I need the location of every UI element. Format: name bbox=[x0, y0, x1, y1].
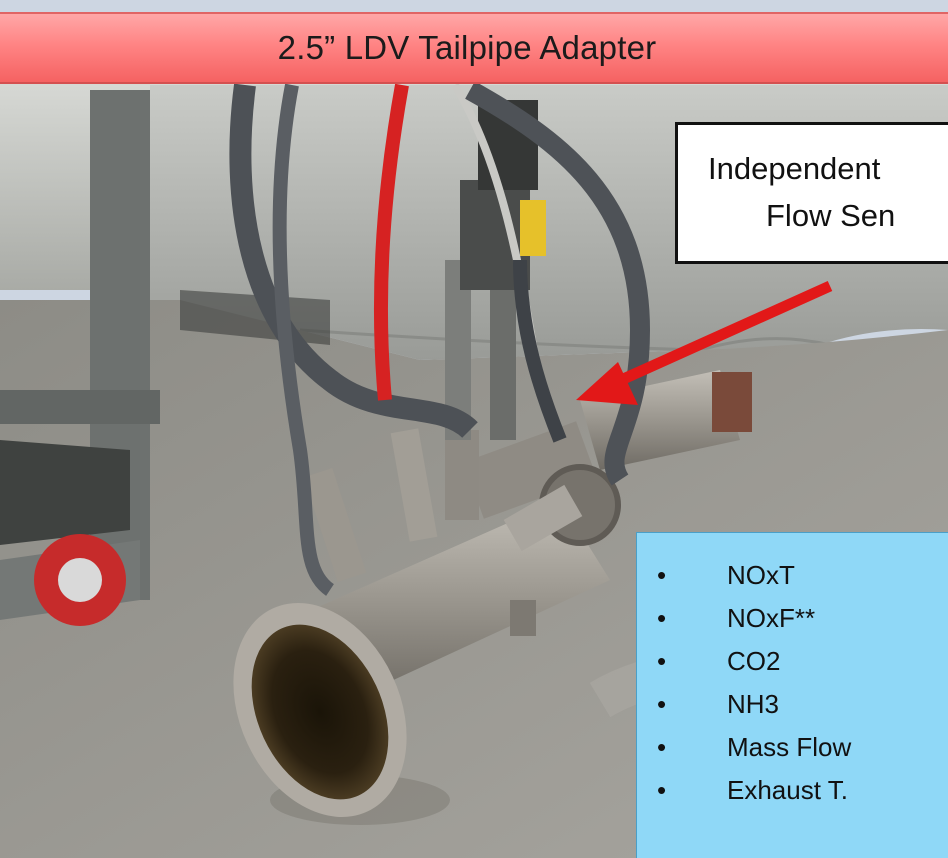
callout-line-2: Flow Sen bbox=[766, 198, 896, 233]
bullet-icon: • bbox=[657, 732, 667, 762]
title-banner: 2.5” LDV Tailpipe Adapter bbox=[0, 12, 948, 84]
list-item: •NH3 bbox=[653, 684, 948, 727]
measurement-list: •NOxT •NOxF** •CO2 •NH3 •Mass Flow •Exha… bbox=[653, 555, 948, 813]
sensor-callout-box: Independent Flow Sen bbox=[675, 122, 948, 264]
bullet-icon: • bbox=[657, 560, 667, 590]
bullet-icon: • bbox=[657, 775, 667, 805]
list-item: •Mass Flow bbox=[653, 727, 948, 770]
list-item: •NOxT bbox=[653, 555, 948, 598]
list-item: •Exhaust T. bbox=[653, 770, 948, 813]
bullet-icon: • bbox=[657, 689, 667, 719]
measurement-list-box: •NOxT •NOxF** •CO2 •NH3 •Mass Flow •Exha… bbox=[636, 532, 948, 858]
bullet-icon: • bbox=[657, 603, 667, 633]
slide-title: 2.5” LDV Tailpipe Adapter bbox=[277, 29, 657, 66]
bullet-icon: • bbox=[657, 646, 667, 676]
list-item: •NOxF** bbox=[653, 598, 948, 641]
callout-line-1: Independent bbox=[708, 151, 881, 186]
list-item: •CO2 bbox=[653, 641, 948, 684]
